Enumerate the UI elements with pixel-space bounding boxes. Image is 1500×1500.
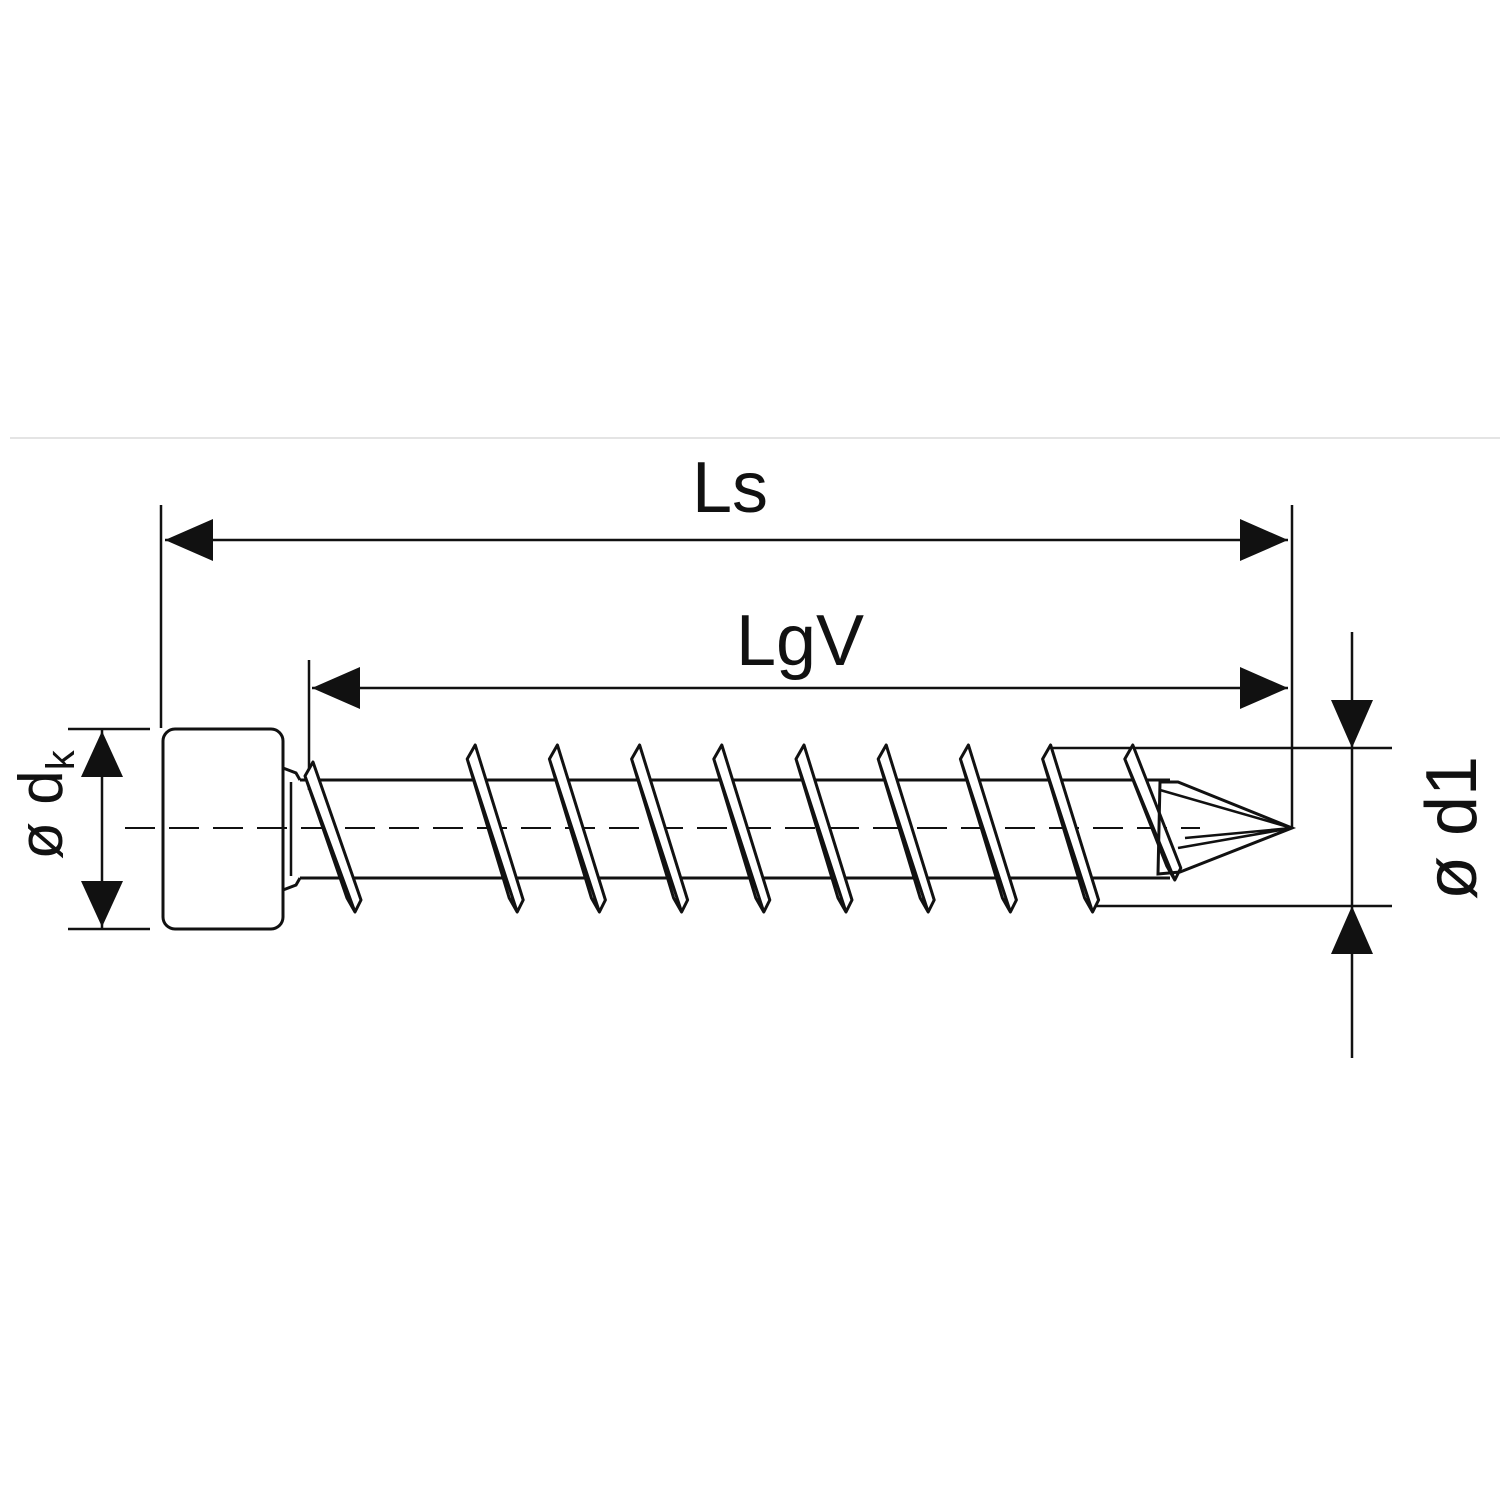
thread-turn: [303, 760, 363, 914]
dk-label-subscript: k: [39, 749, 83, 770]
dk-arrow-down-icon: [81, 881, 123, 927]
screw-head: [161, 727, 285, 931]
d1-arrow-down-icon: [1331, 700, 1373, 748]
ls-label: Ls: [692, 448, 768, 528]
lgv-label: LgV: [736, 601, 864, 681]
dk-dimension: ø dk: [7, 727, 150, 931]
lgv-dimension: LgV: [307, 601, 1288, 790]
dk-arrow-up-icon: [81, 731, 123, 777]
tip-facets: [1159, 788, 1293, 850]
lgv-arrow-left-icon: [312, 667, 360, 709]
thread-turn: [1041, 743, 1101, 914]
thread-turn: [1123, 743, 1183, 882]
lgv-arrow-right-icon: [1240, 667, 1288, 709]
screw-tip: [1156, 780, 1297, 876]
screw: [125, 727, 1297, 931]
d1-arrow-up-icon: [1331, 906, 1373, 954]
d1-dimension: ø d1: [1050, 632, 1492, 1058]
dk-label-main: ø d: [7, 770, 76, 860]
ls-arrow-right-icon: [1240, 519, 1288, 561]
d1-label: ø d1: [1412, 756, 1492, 900]
ls-arrow-left-icon: [165, 519, 213, 561]
thread-turn: [465, 743, 525, 914]
thread-turn: [712, 743, 772, 914]
screw-neck: [282, 766, 302, 892]
thread-turn: [630, 743, 690, 914]
thread-turn: [547, 743, 607, 914]
threads: [303, 743, 1183, 914]
ls-dimension: Ls: [159, 448, 1294, 828]
thread-turn: [794, 743, 854, 914]
thread-turn: [876, 743, 936, 914]
dk-label: ø dk: [7, 749, 83, 860]
thread-turn: [958, 743, 1018, 914]
